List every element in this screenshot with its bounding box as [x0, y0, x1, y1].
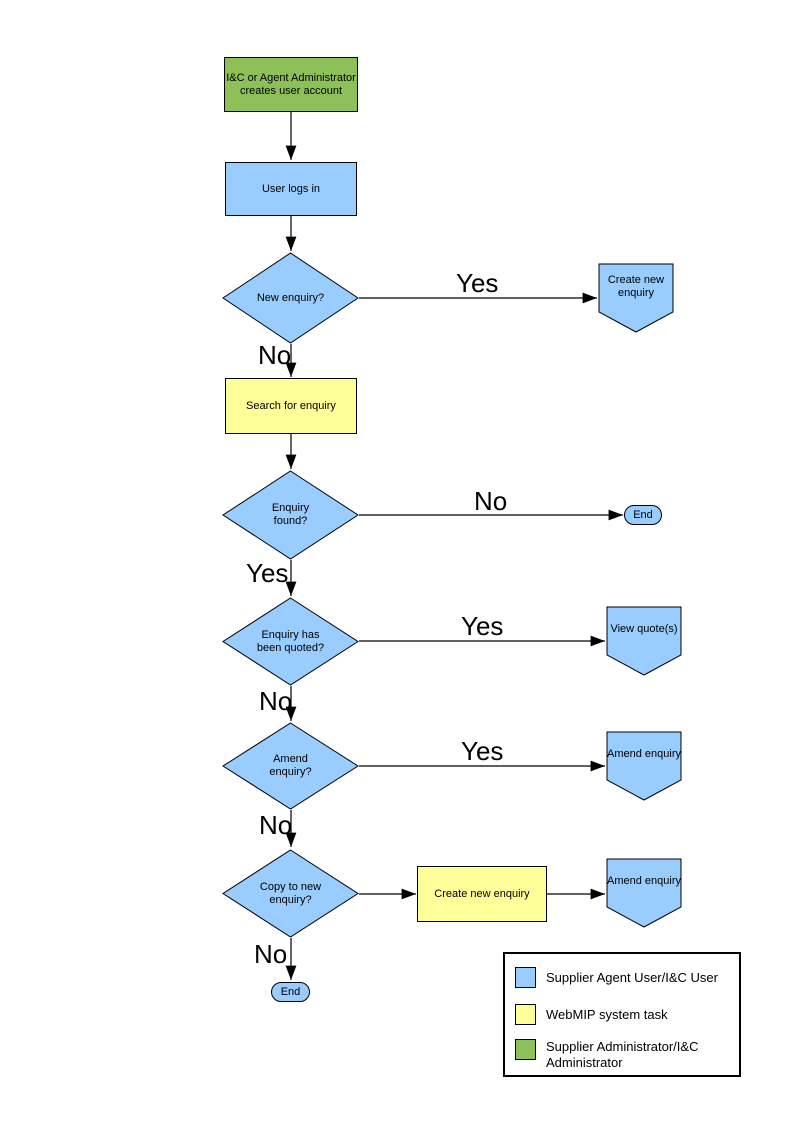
- offpage-create-new-enquiry: Create new enquiry: [598, 263, 674, 333]
- legend-item-webmip-system-task: WebMIP system task: [515, 1004, 736, 1025]
- task-create-new-enquiry: Create new enquiry: [417, 866, 547, 922]
- process-admin-creates-account: I&C or Agent Administrator creates user …: [224, 57, 358, 112]
- diamond-shape: [222, 849, 359, 938]
- decision-enquiry-found: Enquiry found?: [222, 470, 359, 560]
- edge-label-new-enquiry-no: No: [258, 340, 292, 370]
- diamond-shape: [222, 597, 359, 686]
- task-search-for-enquiry: Search for enquiry: [225, 378, 357, 434]
- process-user-logs-in-label: User logs in: [261, 182, 321, 195]
- legend-swatch-yellow: [515, 1004, 536, 1025]
- diamond-shape: [222, 252, 359, 344]
- decision-enquiry-quoted: Enquiry has been quoted?: [222, 597, 359, 686]
- edge-label-amend-yes: Yes: [461, 736, 504, 766]
- legend: Supplier Agent User/I&C User WebMIP syst…: [503, 952, 741, 1077]
- edge-label-amend-no: No: [259, 810, 293, 840]
- legend-item-label: Supplier Agent User/I&C User: [546, 969, 718, 985]
- task-search-for-enquiry-label: Search for enquiry: [246, 399, 336, 412]
- edge-label-found-yes: Yes: [246, 558, 289, 588]
- offpage-amend-enquiry-1: Amend enquiry: [606, 731, 682, 801]
- edge-label-quoted-yes: Yes: [461, 611, 504, 641]
- terminator-end-1-label: End: [633, 509, 653, 521]
- legend-item-label: Supplier Administrator/I&C Administrator: [546, 1039, 699, 1070]
- legend-item-supplier-administrator: Supplier Administrator/I&C Administrator: [515, 1039, 736, 1071]
- pentagon-shape: [606, 858, 682, 928]
- edge-label-found-no: No: [474, 486, 508, 516]
- process-admin-creates-account-label: I&C or Agent Administrator creates user …: [226, 71, 356, 97]
- legend-swatch-blue: [515, 967, 536, 988]
- terminator-end-2-label: End: [280, 986, 301, 998]
- terminator-end-1: End: [624, 505, 662, 525]
- edge-label-new-enquiry-yes: Yes: [456, 268, 499, 298]
- terminator-end-2: End: [271, 982, 310, 1002]
- pentagon-shape: [606, 606, 682, 676]
- offpage-amend-enquiry-2: Amend enquiry: [606, 858, 682, 928]
- decision-new-enquiry: New enquiry?: [222, 252, 359, 344]
- legend-swatch-green: [515, 1039, 536, 1060]
- legend-item-label: WebMIP system task: [546, 1006, 668, 1022]
- pentagon-shape: [606, 731, 682, 801]
- offpage-view-quotes: View quote(s): [606, 606, 682, 676]
- legend-item-supplier-agent-user: Supplier Agent User/I&C User: [515, 967, 736, 988]
- edge-label-copy-no: No: [254, 939, 288, 969]
- diamond-shape: [222, 470, 359, 560]
- diamond-shape: [222, 722, 359, 810]
- process-user-logs-in: User logs in: [225, 162, 357, 216]
- decision-copy-to-new-enquiry: Copy to new enquiry?: [222, 849, 359, 938]
- decision-amend-enquiry: Amend enquiry?: [222, 722, 359, 810]
- task-create-new-enquiry-label: Create new enquiry: [434, 887, 530, 900]
- pentagon-shape: [598, 263, 674, 333]
- edge-label-quoted-no: No: [259, 686, 293, 716]
